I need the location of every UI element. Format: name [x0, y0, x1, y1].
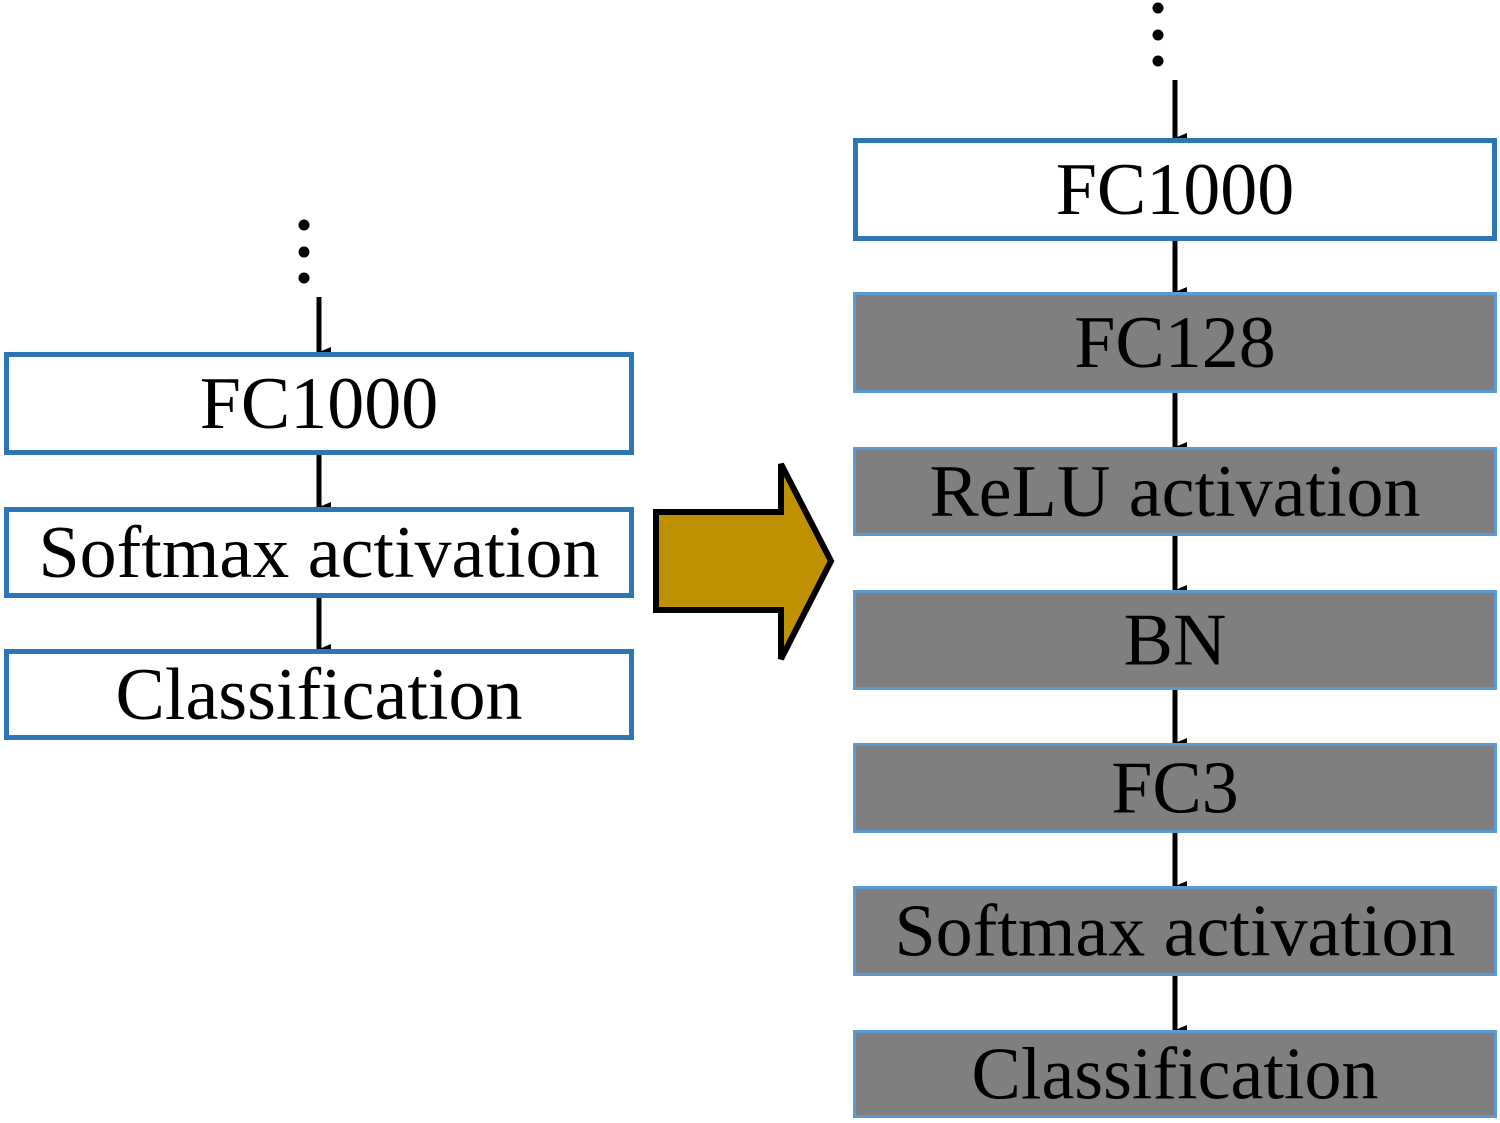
- layer-label: FC1000: [200, 363, 439, 445]
- modified-layer-fc3: FC3: [853, 743, 1497, 833]
- continuation-dot: [298, 219, 310, 231]
- layer-label: FC3: [1111, 747, 1239, 829]
- layer-box: [853, 138, 1497, 241]
- layer-label: FC128: [1074, 302, 1276, 384]
- modified-layer-classification: Classification: [853, 1030, 1497, 1118]
- layer-box: [853, 743, 1497, 833]
- original-layer-classification: Classification: [4, 649, 634, 740]
- layer-label: Classification: [972, 1033, 1379, 1115]
- modified-layer-relu-activation: ReLU activation: [853, 447, 1497, 536]
- original-layer-fc1000: FC1000: [4, 352, 634, 455]
- modified-layer-softmax-activation: Softmax activation: [853, 886, 1497, 976]
- layer-label: Softmax activation: [38, 512, 599, 594]
- layer-label: BN: [1124, 599, 1227, 681]
- original-layer-softmax-activation: Softmax activation: [4, 507, 634, 598]
- layer-box: [853, 292, 1497, 393]
- modified-layer-fc1000: FC1000: [853, 138, 1497, 241]
- continuation-dot: [1152, 29, 1164, 41]
- right-block-arrow-icon: [653, 462, 835, 661]
- continuation-dot: [298, 246, 310, 258]
- continuation-dot: [298, 272, 310, 284]
- layer-box: [4, 352, 634, 455]
- layer-label: ReLU activation: [929, 451, 1420, 533]
- layer-box: [853, 886, 1497, 976]
- transform-arrow: [653, 462, 835, 661]
- layer-box: [853, 590, 1497, 690]
- layer-box: [4, 507, 634, 598]
- layer-label: Softmax activation: [894, 890, 1455, 972]
- layer-box: [853, 447, 1497, 536]
- layer-box: [4, 649, 634, 740]
- layer-box: [853, 1030, 1497, 1118]
- layer-label: Classification: [116, 654, 523, 736]
- continuation-dot: [1152, 2, 1164, 14]
- modified-layer-bn: BN: [853, 590, 1497, 690]
- layer-label: FC1000: [1056, 149, 1295, 231]
- modified-layer-fc128: FC128: [853, 292, 1497, 393]
- continuation-dot: [1152, 55, 1164, 67]
